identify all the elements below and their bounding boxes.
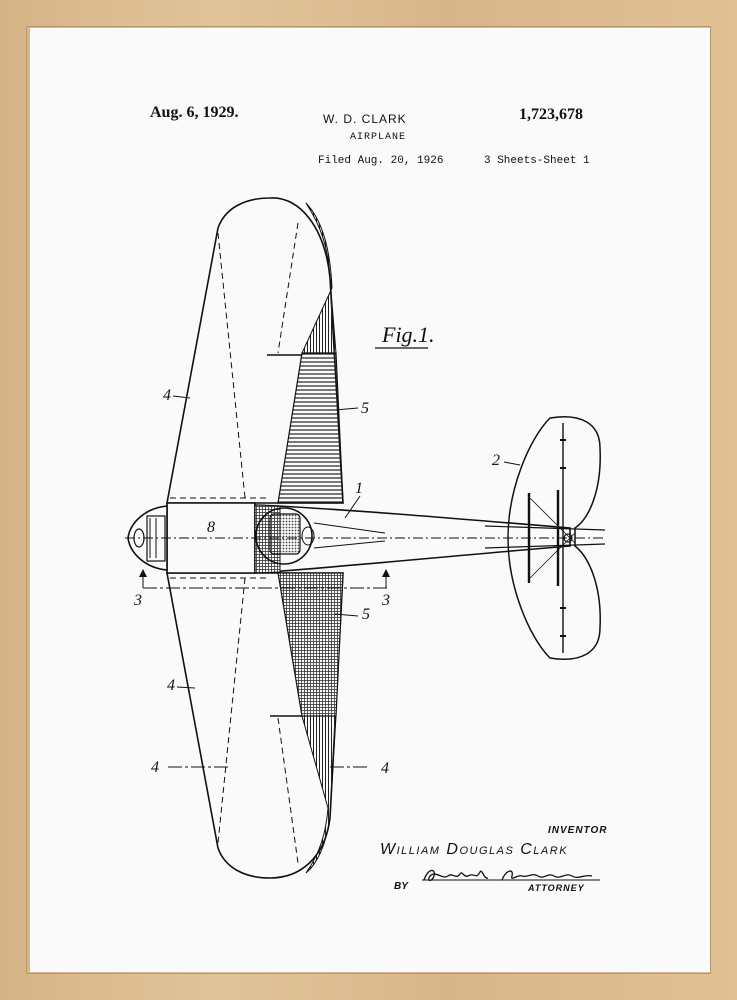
- cockpit-ring: [255, 507, 313, 565]
- cockpit-line-1: [313, 522, 386, 534]
- rudder-line-2: [484, 543, 606, 549]
- ref-5-lower: 5: [362, 606, 370, 623]
- upper-spar-dashed: [217, 232, 246, 499]
- by-label: BY: [394, 881, 408, 892]
- fuselage-tail: [254, 504, 571, 574]
- ref-4-lower: 4: [167, 677, 175, 694]
- section-arrowhead-left: [139, 569, 147, 577]
- filed-date: Filed Aug. 20, 1926: [318, 155, 444, 167]
- upper-aileron-hatch: [301, 202, 337, 354]
- leader-1: [344, 495, 361, 519]
- tail-post: [563, 533, 573, 543]
- upper-flap-hatch: [277, 352, 344, 504]
- sheet-count: 3 Sheets-Sheet 1: [484, 155, 590, 167]
- ref-4-section-right: 4: [381, 760, 389, 777]
- engine-block: [146, 515, 166, 562]
- lower-rear-dashed: [277, 717, 299, 864]
- inventor-full-name: William Douglas Clark: [380, 841, 569, 858]
- airplane-drawing: 4 5 1 2 8 3 3 5 4 4 4: [125, 197, 606, 881]
- patent-date: Aug. 6, 1929.: [150, 104, 239, 121]
- cockpit-headrest: [301, 526, 315, 546]
- upper-rear-dashed: [277, 222, 299, 354]
- tail-wire-1: [529, 497, 576, 544]
- cockpit-seat: [269, 513, 301, 555]
- lower-spar-dashed: [217, 577, 246, 844]
- patent-subject: AIRPLANE: [350, 132, 407, 143]
- inventor-short-name: W. D. CLARK: [323, 112, 407, 126]
- attorney-label: ATTORNEY: [528, 883, 585, 893]
- leader-5-lower: [334, 613, 359, 617]
- ref-5-upper: 5: [361, 400, 369, 417]
- section-arrowhead-right: [382, 569, 390, 577]
- tail-wire-2: [529, 532, 576, 579]
- attorney-signature: [423, 869, 593, 882]
- leader-4-lower: [176, 686, 196, 689]
- leader-5-upper: [334, 407, 359, 411]
- ref-4-section-left: 4: [151, 759, 159, 776]
- figure-label: Fig.1.: [382, 322, 435, 347]
- ref-8: 8: [207, 519, 215, 536]
- lower-aileron-hatch: [301, 715, 337, 874]
- leader-4-upper: [172, 395, 191, 399]
- patent-sheet: Aug. 6, 1929. W. D. CLARK 1,723,678 AIRP…: [30, 28, 710, 972]
- ref-2: 2: [492, 452, 500, 469]
- horizontal-stabilizer: [507, 416, 601, 660]
- ref-3-right: 3: [381, 592, 390, 609]
- ref-1: 1: [355, 480, 363, 497]
- patent-number: 1,723,678: [519, 106, 583, 123]
- lower-flap-hatch: [277, 572, 344, 717]
- ref-3-left: 3: [133, 592, 142, 609]
- inventor-label: INVENTOR: [548, 825, 608, 836]
- leader-2: [503, 461, 521, 466]
- rudder-line-1: [484, 525, 606, 531]
- ref-4-upper: 4: [163, 387, 171, 404]
- cockpit-line-2: [313, 540, 386, 549]
